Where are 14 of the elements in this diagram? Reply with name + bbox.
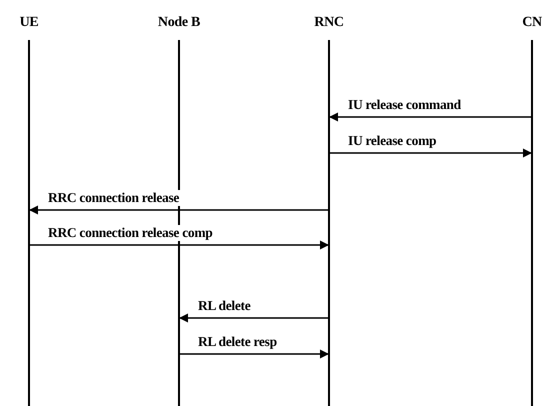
message-arrow xyxy=(179,350,329,358)
lifeline-header: Node B xyxy=(158,14,200,32)
edge-label: IU release comp xyxy=(347,133,438,149)
edge-label: RRC connection release comp xyxy=(47,225,214,241)
edge-label: RRC connection release xyxy=(47,190,180,206)
lifeline-header: UE xyxy=(20,14,38,32)
message-arrow xyxy=(329,112,532,122)
lifeline-header: CN xyxy=(522,14,542,32)
message-arrow xyxy=(29,240,329,250)
lifeline-header: RNC xyxy=(314,14,344,32)
edge-label: RL delete resp xyxy=(197,334,278,350)
message-arrow xyxy=(329,148,532,158)
message-arrow xyxy=(179,314,329,322)
message-arrow xyxy=(29,206,329,214)
